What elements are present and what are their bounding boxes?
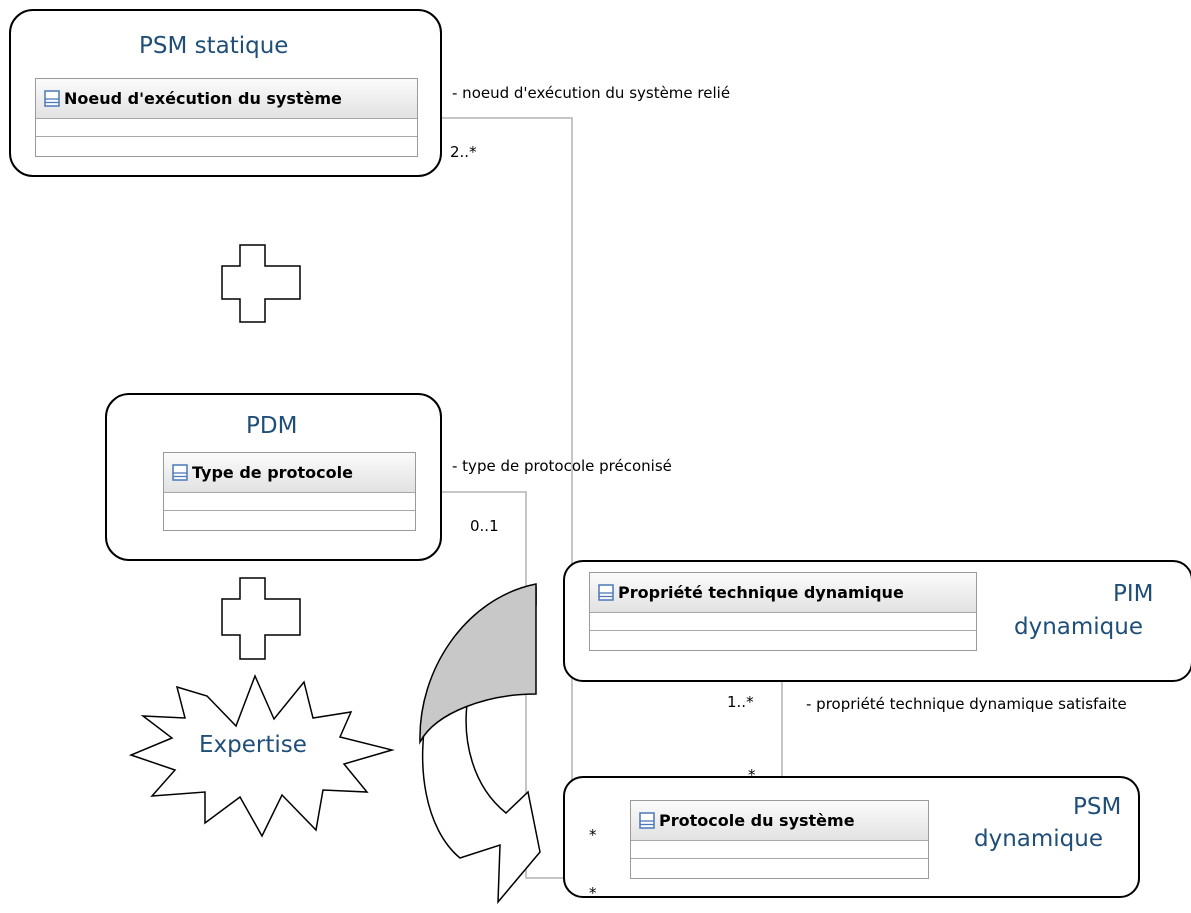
role-label-noeud: - noeud d'exécution du système relié — [452, 84, 731, 102]
role-label-propriete: - propriété technique dynamique satisfai… — [806, 695, 1127, 713]
class-icon — [639, 812, 655, 829]
class-noeud-execution[interactable]: Noeud d'exécution du système — [35, 78, 418, 157]
group-title-psm-dyn-line1: PSM — [1073, 794, 1122, 820]
class-type-protocole[interactable]: Type de protocole — [163, 452, 416, 531]
multiplicity-star-top: * — [748, 766, 756, 784]
class-protocole-systeme[interactable]: Protocole du système — [630, 800, 929, 879]
expertise-label: Expertise — [199, 732, 307, 758]
class-name-protocole: Protocole du système — [659, 811, 855, 830]
class-operations-compartment — [631, 859, 928, 877]
class-icon — [44, 90, 60, 107]
multiplicity-star-left-2: * — [589, 884, 597, 902]
class-attributes-compartment — [36, 119, 417, 137]
multiplicity-noeud: 2..* — [450, 143, 477, 161]
plus-icon-bottom — [221, 577, 301, 660]
class-operations-compartment — [164, 511, 415, 529]
group-title-pim-line2: dynamique — [1014, 614, 1144, 640]
plus-icon-top — [221, 244, 301, 323]
group-title-pim-line1: PIM — [1113, 581, 1154, 607]
group-title-psm-statique: PSM statique — [139, 33, 289, 59]
class-operations-compartment — [36, 137, 417, 155]
class-name-type-protocole: Type de protocole — [192, 463, 353, 482]
class-icon — [172, 464, 188, 481]
class-attributes-compartment — [590, 613, 976, 631]
curved-arrow-front — [419, 583, 537, 745]
class-attributes-compartment — [631, 841, 928, 859]
role-label-type-protocole: - type de protocole préconisé — [452, 457, 672, 475]
expertise-starburst — [128, 674, 395, 838]
multiplicity-type-protocole: 0..1 — [470, 517, 499, 535]
multiplicity-star-left-1: * — [589, 826, 597, 844]
group-title-psm-dyn-line2: dynamique — [974, 826, 1104, 852]
group-title-pdm: PDM — [246, 413, 298, 439]
class-icon — [598, 584, 614, 601]
class-name-propriete: Propriété technique dynamique — [618, 583, 904, 602]
class-attributes-compartment — [164, 493, 415, 511]
class-operations-compartment — [590, 631, 976, 649]
multiplicity-propriete: 1..* — [727, 693, 754, 711]
class-propriete-technique[interactable]: Propriété technique dynamique — [589, 572, 977, 651]
class-name-noeud: Noeud d'exécution du système — [64, 89, 342, 108]
